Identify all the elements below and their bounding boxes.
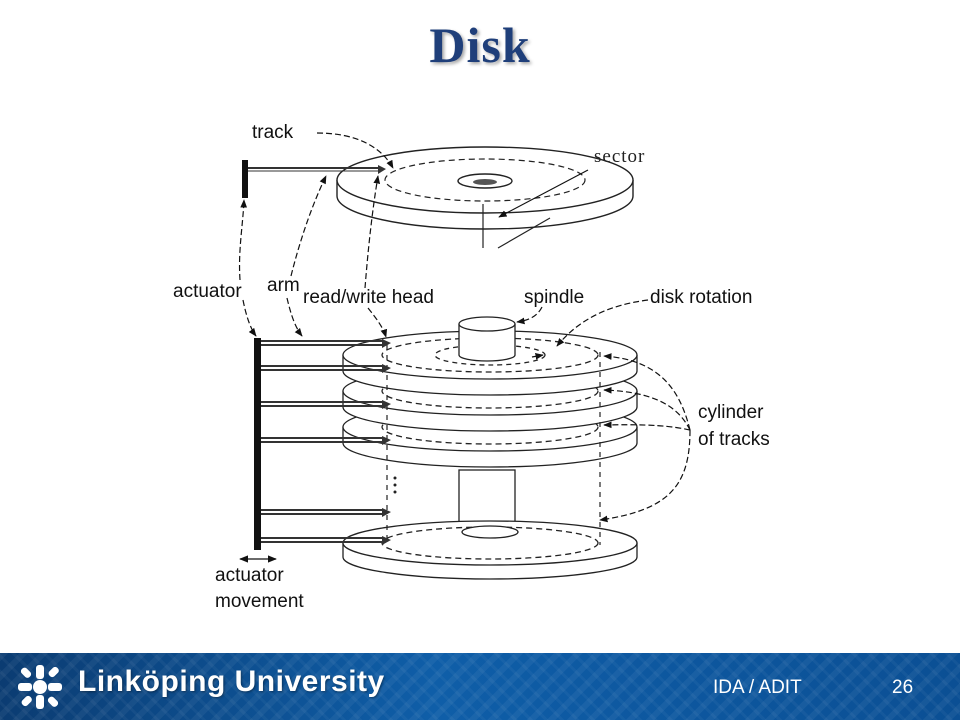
top-platter: [336, 146, 634, 230]
callout-arrows: [238, 132, 691, 523]
footer-texture: [0, 653, 960, 720]
footer-band: Linköping University IDA / ADIT 26: [0, 653, 960, 720]
label-cylinder-line2: of tracks: [698, 429, 770, 450]
page-number: 26: [892, 677, 914, 698]
university-logo-icon: [18, 665, 62, 709]
cylinder-outline: [386, 345, 601, 545]
label-disk-rotation: disk rotation: [650, 287, 752, 308]
label-actuator-movement-line1: actuator: [215, 565, 284, 586]
head-dots: [393, 476, 397, 494]
sector-wedge: [482, 204, 551, 249]
label-spindle: spindle: [524, 287, 584, 308]
main-actuator: [254, 338, 261, 550]
label-actuator-movement-line2: movement: [215, 591, 304, 612]
spindle-upper: [458, 316, 516, 362]
label-read-write-head: read/write head: [303, 287, 434, 308]
slide-title: Disk: [429, 17, 531, 73]
top-read-write-head: [378, 165, 386, 174]
top-actuator: [242, 160, 248, 198]
university-name: Linköping University: [78, 665, 385, 698]
label-actuator: actuator: [173, 281, 242, 302]
course-label: IDA / ADIT: [713, 677, 802, 698]
read-write-heads: [382, 339, 391, 545]
label-cylinder-line1: cylinder: [698, 402, 764, 423]
disk-diagram: track sector actuator arm read/write hea…: [173, 122, 770, 612]
label-track: track: [252, 122, 294, 143]
label-arm: arm: [267, 275, 300, 296]
arms: [261, 340, 382, 543]
label-sector: sector: [594, 146, 645, 167]
platter-4: [342, 520, 638, 580]
